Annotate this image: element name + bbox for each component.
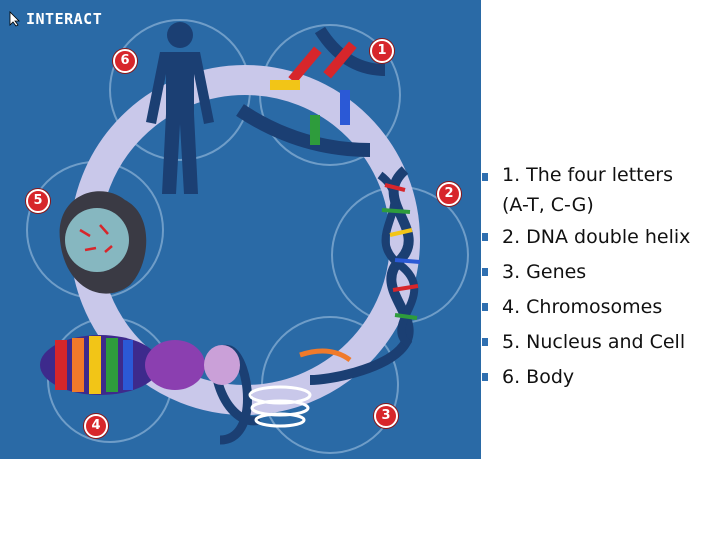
stage-badge-1[interactable]: 1 [370,39,394,63]
legend-item: 5. Nucleus and Cell [480,325,720,360]
legend-item-label: 1. The four letters [502,164,674,186]
stage-badge-5[interactable]: 5 [26,189,50,213]
illustration-graphic [26,19,469,454]
bullet-icon [482,373,488,381]
stage-badge-6[interactable]: 6 [113,49,137,73]
cell-nucleus [59,191,147,294]
chromosome [40,335,240,395]
legend-item: 2. DNA double helix [480,220,720,255]
dna-double-helix [309,166,421,385]
legend-item-label: 6. Body [502,366,575,388]
bullet-icon [482,303,488,311]
stage-badge-3[interactable]: 3 [374,404,398,428]
bullet-icon [482,233,488,241]
legend-item: 4. Chromosomes [480,290,720,325]
bullet-icon [482,268,488,276]
stage-badge-4[interactable]: 4 [84,414,108,438]
legend-item-label-continued: (A-T, C-G) [502,194,594,216]
legend-item-label: 2. DNA double helix [502,226,691,248]
cursor-icon [9,11,21,27]
legend-item: 3. Genes [480,255,720,290]
human-body-figure [146,22,214,194]
bullet-icon [482,338,488,346]
bullet-icon [482,173,488,181]
legend-item-label: 5. Nucleus and Cell [502,331,686,353]
legend-item: 6. Body [480,360,720,395]
legend-item: 1. The four letters (A-T, C-G) [480,160,720,220]
legend-item-label: 4. Chromosomes [502,296,663,318]
legend-item-label: 3. Genes [502,261,587,283]
stage-badge-2[interactable]: 2 [437,182,461,206]
dna-base-pairs [236,26,386,157]
genetics-illustration: INTERACT 1 2 3 4 5 6 [0,0,481,459]
interact-label: INTERACT [26,10,103,28]
legend-list: 1. The four letters (A-T, C-G) 2. DNA do… [480,160,720,395]
